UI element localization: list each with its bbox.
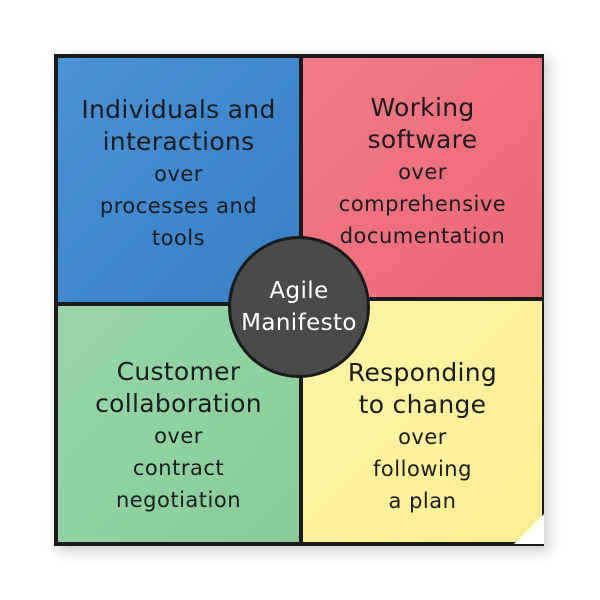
individuals-title-line-2: interactions [102, 127, 255, 156]
customer-sub-line-2: contract [132, 456, 225, 480]
customer-title-line-2: collaboration [95, 389, 262, 418]
responding-sub-line-2: following [373, 457, 472, 481]
individuals-sub-line-2: processes and [99, 194, 258, 218]
responding-title-line-1: Responding [347, 358, 498, 387]
center-line-2: Manifesto [241, 310, 357, 336]
working-sub-line-1: over [398, 160, 447, 184]
working-sub-line-2: comprehensive [338, 192, 507, 216]
customer-sub-line-1: over [154, 424, 203, 448]
customer-sub-line-3: negotiation [115, 488, 242, 512]
page-curl-corner [514, 514, 544, 544]
individuals-sub-line-3: tools [151, 226, 206, 250]
working-title-line-1: Working [370, 93, 475, 122]
responding-sub-line-1: over [398, 425, 447, 449]
working-title-line-2: software [367, 125, 478, 154]
individuals-text: Individuals and interactions over proces… [81, 94, 275, 254]
customer-title-line-1: Customer [116, 357, 241, 386]
quadrant-individuals: Individuals and interactions over proces… [56, 56, 301, 304]
responding-text: Responding to change over following a pl… [348, 357, 497, 517]
quadrant-customer-collaboration: Customer collaboration over contract neg… [56, 304, 301, 544]
responding-title-line-2: to change [358, 390, 487, 419]
customer-text: Customer collaboration over contract neg… [95, 356, 262, 516]
individuals-title-line-1: Individuals and [81, 95, 276, 124]
working-text: Working software over comprehensive docu… [339, 92, 506, 252]
working-sub-line-3: documentation [339, 224, 506, 248]
individuals-sub-line-1: over [154, 162, 203, 186]
responding-sub-line-3: a plan [388, 489, 457, 513]
center-line-1: Agile [269, 278, 329, 304]
agile-manifesto-poster: Individuals and interactions over proces… [54, 54, 544, 546]
center-circle: Agile Manifesto [228, 236, 370, 378]
